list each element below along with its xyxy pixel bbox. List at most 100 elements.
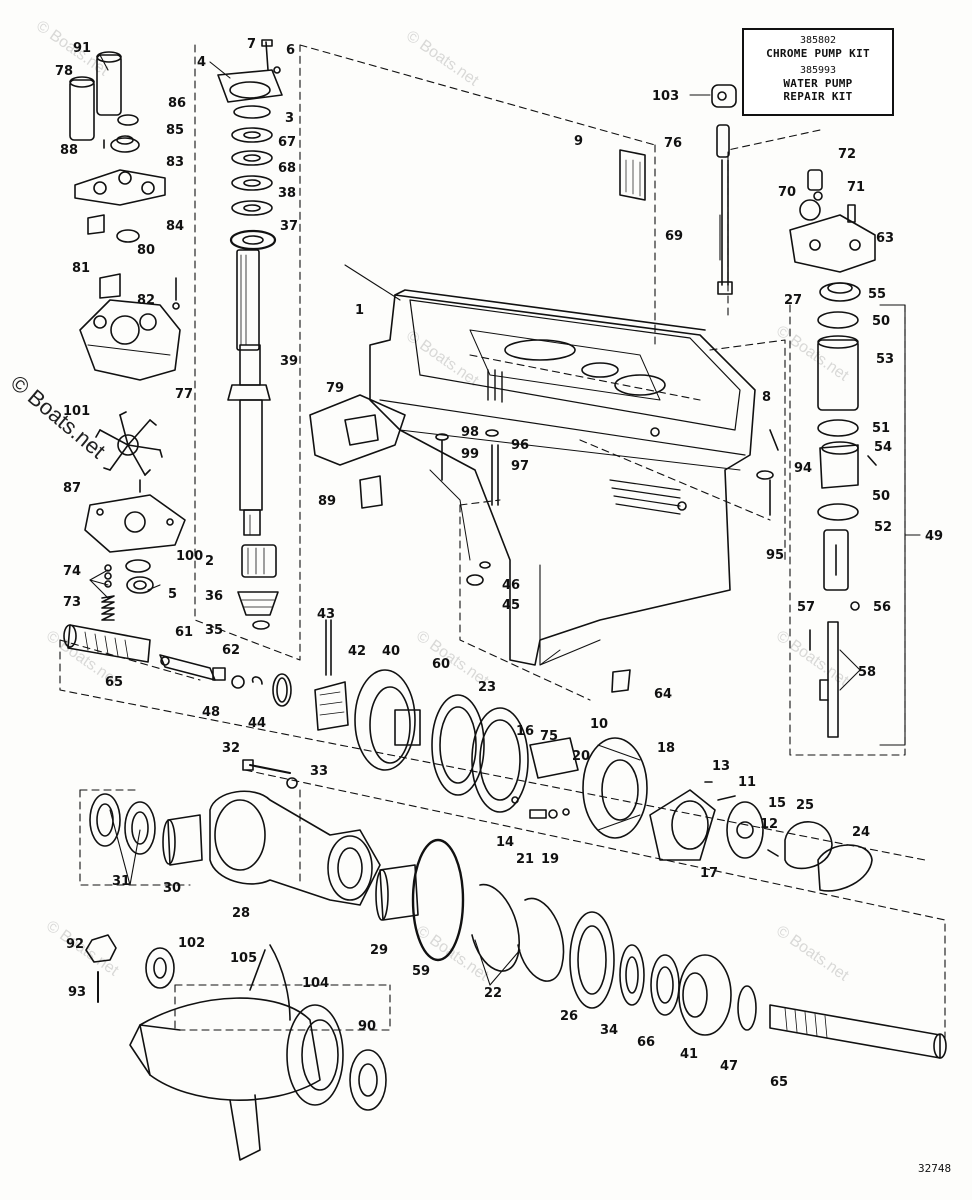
part-label: 50	[872, 489, 890, 504]
part-label: 80	[137, 243, 155, 258]
part-label: 6	[286, 43, 295, 58]
part-label: 60	[432, 657, 450, 672]
part-label: 103	[652, 89, 679, 104]
part-label: 96	[511, 438, 529, 453]
part-label: 98	[461, 425, 479, 440]
part-label: 35	[205, 623, 223, 638]
part-label: 56	[873, 600, 891, 615]
part-label: 11	[738, 775, 756, 790]
propeller-group	[85, 934, 387, 1161]
part-label: 45	[502, 598, 520, 613]
part-label: 34	[600, 1023, 618, 1038]
leader-lines	[89, 54, 921, 986]
part-label: 22	[484, 986, 502, 1001]
part-label: 20	[572, 749, 590, 764]
part-label: 66	[637, 1035, 655, 1050]
kit1-name: CHROME PUMP KIT	[766, 47, 870, 60]
bearing-and-pinion	[237, 544, 279, 630]
part-label: 94	[794, 461, 812, 476]
part-label: 39	[280, 354, 298, 369]
kit2-number: 385993	[799, 65, 837, 76]
part-label: 89	[318, 494, 336, 509]
part-label: 55	[868, 287, 886, 302]
part-label: 97	[511, 459, 529, 474]
part-label: 53	[876, 352, 894, 367]
part-label: 8	[762, 390, 771, 405]
part-label: 84	[166, 219, 184, 234]
part-label: 4	[197, 55, 206, 70]
part-label: 67	[278, 135, 296, 150]
part-label: 13	[712, 759, 730, 774]
part-label: 61	[175, 625, 193, 640]
part-label: 28	[232, 906, 250, 921]
part-label: 81	[72, 261, 90, 276]
part-label: 75	[540, 729, 558, 744]
part-label: 31	[112, 874, 130, 889]
part-label: 92	[66, 937, 84, 952]
part-label: 82	[137, 293, 155, 308]
part-label: 85	[166, 123, 184, 138]
part-label: 59	[412, 964, 430, 979]
part-label: 54	[874, 440, 892, 455]
part-label: 65	[770, 1075, 788, 1090]
part-label: 27	[784, 293, 802, 308]
drawing-number: 32748	[918, 1162, 952, 1175]
part-label: 50	[872, 314, 890, 329]
part-label: 105	[230, 951, 257, 966]
part-label: 71	[847, 180, 865, 195]
part-label: 7	[247, 37, 256, 52]
part-label: 93	[68, 985, 86, 1000]
part-label: 17	[700, 866, 718, 881]
part-label: 26	[560, 1009, 578, 1024]
fasteners	[325, 149, 779, 693]
part-label: 104	[302, 976, 329, 991]
part-label: 62	[222, 643, 240, 658]
bearing-carrier-row	[89, 759, 947, 1059]
part-label: 52	[874, 520, 892, 535]
part-label: 12	[760, 817, 778, 832]
part-label: 87	[63, 481, 81, 496]
shift-parts	[63, 624, 292, 707]
part-label: 68	[278, 161, 296, 176]
part-label: 10	[590, 717, 608, 732]
part-label: 2	[205, 554, 214, 569]
part-label: 41	[680, 1047, 698, 1062]
part-label: 70	[778, 185, 796, 200]
part-label: 21	[516, 852, 534, 867]
part-label: 72	[838, 147, 856, 162]
part-label: 47	[720, 1059, 738, 1074]
part-label: 42	[348, 644, 366, 659]
part-label: 101	[63, 404, 90, 419]
kit2-name-line2: REPAIR KIT	[783, 90, 853, 103]
gearcase-housing	[369, 289, 756, 666]
part-label: 5	[168, 587, 177, 602]
part-label: 38	[278, 186, 296, 201]
part-label: 88	[60, 143, 78, 158]
part-label: 14	[496, 835, 514, 850]
part-label: 19	[541, 852, 559, 867]
water-pump-parts	[69, 51, 186, 621]
part-label: 24	[852, 825, 870, 840]
part-label: 23	[478, 680, 496, 695]
gear-row	[314, 669, 873, 892]
part-label: 15	[768, 796, 786, 811]
part-label: 46	[502, 578, 520, 593]
part-label: 65	[105, 675, 123, 690]
part-label: 74	[63, 564, 81, 579]
part-label: 36	[205, 589, 223, 604]
part-label: 37	[280, 219, 298, 234]
part-label: 63	[876, 231, 894, 246]
part-label: 16	[516, 724, 534, 739]
part-label: 83	[166, 155, 184, 170]
part-label: 29	[370, 943, 388, 958]
part-label: 49	[925, 529, 943, 544]
part-label: 77	[175, 387, 193, 402]
part-label: 79	[326, 381, 344, 396]
part-label: 69	[665, 229, 683, 244]
shaft-top-stack	[217, 39, 283, 251]
part-label: 30	[163, 881, 181, 896]
part-label: 90	[358, 1019, 376, 1034]
part-label: 25	[796, 798, 814, 813]
part-label: 40	[382, 644, 400, 659]
